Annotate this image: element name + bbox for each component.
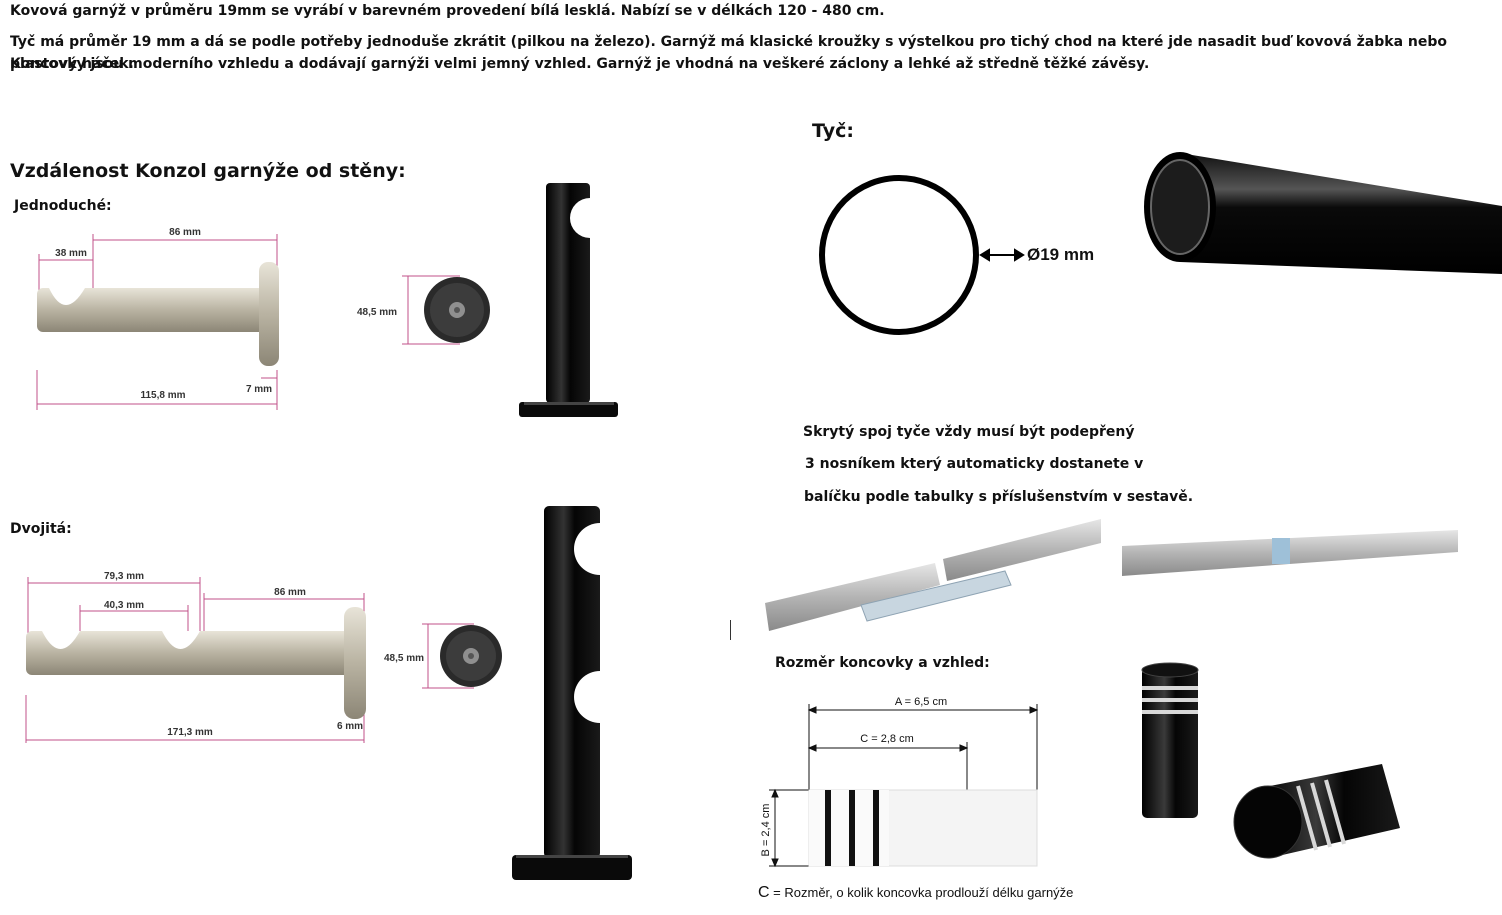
endcap-dim-c: C = 2,8 cm [860, 733, 914, 745]
single-dim-plate: 7 mm [246, 384, 272, 395]
single-bracket-label: Jednoduché: [14, 198, 112, 214]
double-dim-outer: 79,3 mm [104, 571, 144, 582]
rod-joint-closed-image [1122, 530, 1458, 576]
endcap-heading: Rozměr koncovky a vzhled: [775, 655, 990, 671]
double-dim-plate: 6 mm [337, 721, 363, 732]
text-cursor-mark [730, 620, 731, 640]
double-dim-span: 86 mm [274, 587, 306, 598]
joint-note-line-3: balíčku podle tabulky s příslušenstvím v… [804, 489, 1194, 505]
endcap-caption: C = Rozměr, o kolik koncovka prodlouží d… [758, 884, 1073, 902]
joint-note-line-1: Skrytý spoj tyče vždy musí být podepřený [803, 424, 1135, 440]
intro-line-2: Tyč má průměr 19 mm a dá se podle potřeb… [10, 34, 1448, 72]
rod-heading: Tyč: [812, 120, 854, 142]
single-dim-hook: 38 mm [55, 248, 87, 259]
endcap-black-image [1141, 662, 1400, 859]
rod-cross-section-diagram: Ø19 mm [819, 175, 1094, 335]
intro-line-1: Kovová garnýž v průměru 19mm se vyrábí v… [10, 3, 885, 19]
rod-diameter-label: Ø19 mm [1027, 245, 1094, 264]
double-bracket-label: Dvojitá: [10, 521, 72, 537]
single-dim-total: 115,8 mm [140, 390, 185, 401]
endcap-dim-a: A = 6,5 cm [895, 696, 947, 708]
endcap-dim-b: B = 2,4 cm [760, 804, 772, 857]
single-dim-diameter: 48,5 mm [357, 307, 397, 318]
endcap-caption-letter: C [758, 884, 770, 901]
single-bracket-black-image [519, 183, 618, 417]
endcap-caption-text: = Rozměr, o kolik koncovka prodlouží dél… [769, 885, 1074, 900]
double-dim-inner: 40,3 mm [104, 600, 144, 611]
brackets-heading: Vzdálenost Konzol garnýže od stěny: [10, 160, 406, 182]
single-plate-diagram: 48,5 mm [357, 275, 490, 345]
double-dim-total: 171,3 mm [167, 727, 213, 738]
double-bracket-black-image [512, 506, 632, 880]
joint-note-line-2: 3 nosníkem který automaticky dostanete v [805, 456, 1144, 472]
double-plate-diagram: 48,5 mm [384, 623, 502, 689]
double-dim-diameter: 48,5 mm [384, 653, 424, 664]
endcap-dimension-diagram: A = 6,5 cm C = 2,8 cm B = 2,4 cm [760, 696, 1039, 868]
rod-joint-open-image [765, 519, 1101, 631]
single-dim-span: 86 mm [169, 227, 201, 238]
double-bracket-diagram: 79,3 mm 40,3 mm 86 mm 171,3 mm 6 mm [25, 571, 366, 743]
single-bracket-diagram: 86 mm 38 mm 115,8 mm 7 mm [36, 227, 279, 410]
intro-line-3: Koncovky jsou moderního vzhledu a dodáva… [10, 56, 1150, 72]
rod-black-image [1144, 152, 1502, 274]
